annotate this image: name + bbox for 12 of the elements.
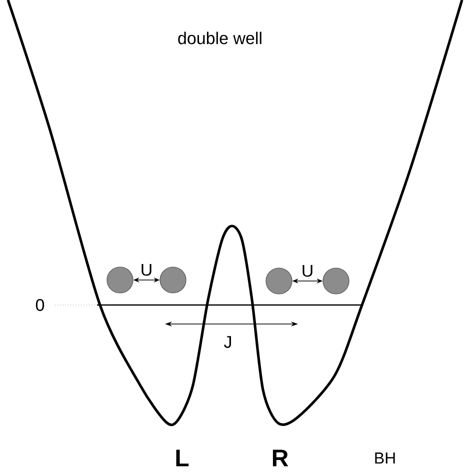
particle	[322, 268, 350, 294]
coupling-label: J	[224, 336, 231, 348]
particle	[106, 266, 134, 294]
well-label: R	[272, 450, 288, 466]
particle	[160, 266, 186, 294]
axis-label: 0	[36, 298, 44, 312]
edge-label: U	[302, 264, 312, 277]
particle	[266, 268, 292, 294]
well-label: L	[176, 450, 189, 466]
edge-label: U	[142, 264, 152, 276]
regime-label: BH	[375, 452, 395, 464]
title: double well	[178, 32, 262, 44]
